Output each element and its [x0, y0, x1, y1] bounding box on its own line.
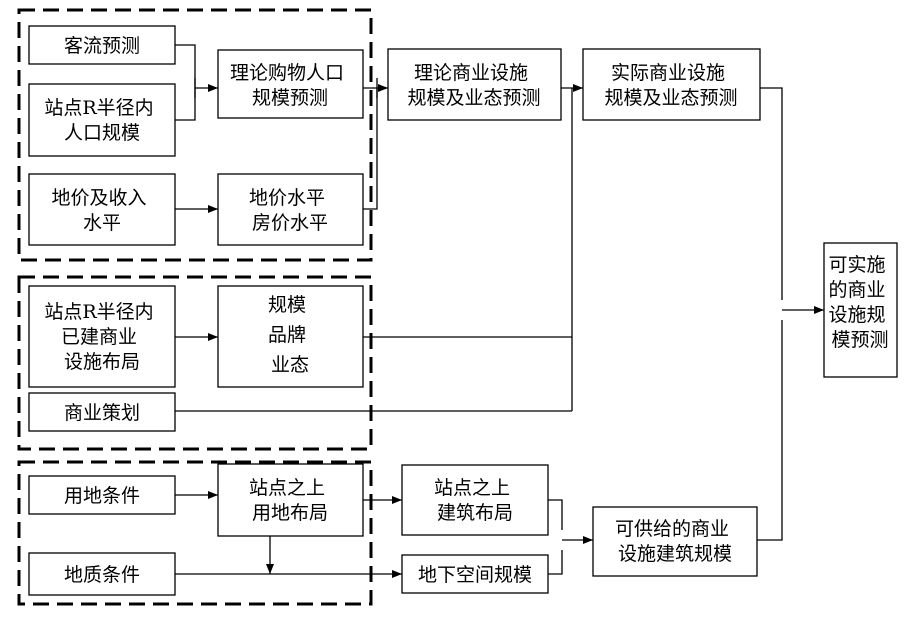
box-existing-commercial-layout: [28, 285, 176, 388]
connector-building-layout-out: [548, 499, 563, 530]
label-line: 理论购物人口: [230, 62, 344, 84]
label-line: 理论商业设施: [414, 62, 528, 84]
label-population-within-r: 站点R半径内 人口规模: [44, 97, 159, 144]
connector-population: [175, 78, 196, 121]
label-line: 规模及业态预测: [407, 87, 540, 109]
label-line: 可实施: [828, 254, 885, 276]
box-passenger-flow: [28, 25, 176, 65]
connector-actual-to-final: [760, 87, 783, 300]
label-line: 设施布局: [64, 351, 140, 373]
group-frame-population: [17, 8, 373, 262]
box-population-within-r: [28, 83, 176, 157]
label-line: 用地条件: [64, 485, 140, 507]
label-final-prediction: 可实施 的商业 设施规 模预测: [828, 254, 891, 351]
box-actual-commercial: [582, 48, 761, 121]
label-line: 已建商业: [61, 326, 137, 348]
label-line: 业态: [271, 354, 309, 376]
label-line: 站点之上: [434, 477, 510, 499]
connectors: [175, 44, 824, 578]
box-theoretical-shopping-population: [217, 49, 364, 119]
label-line: 地下空间规模: [418, 564, 532, 586]
box-land-price-income: [28, 173, 176, 246]
label-line: 规模: [268, 294, 306, 316]
box-underground-space: [401, 554, 549, 594]
box-final-prediction: [823, 242, 898, 378]
box-supply-building-scale: [592, 506, 758, 577]
connector-house-price-out: [363, 78, 378, 210]
label-line: 地价水平: [249, 187, 325, 209]
label-line: 客流预测: [64, 35, 140, 57]
label-line: 房价水平: [252, 212, 328, 234]
label-underground-space: 地下空间规模: [418, 564, 532, 586]
box-land-house-price: [217, 173, 364, 246]
label-line: 设施规: [828, 304, 885, 326]
connector-passenger-flow: [175, 44, 196, 98]
label-line: 站点R半径内: [44, 97, 153, 119]
box-above-station-building-layout: [401, 464, 549, 536]
label-line: 地价及收入: [51, 187, 146, 209]
connector-underground-out: [548, 550, 563, 575]
label-land-price-income: 地价及收入 水平: [51, 187, 152, 234]
label-line: 品牌: [268, 324, 306, 346]
box-geological-conditions: [28, 552, 176, 596]
label-line: 站点R半径内: [44, 301, 153, 323]
label-scale-brand-format: 规模 品牌 业态: [268, 294, 312, 376]
label-theoretical-commercial: 理论商业设施 规模及业态预测: [407, 62, 540, 109]
label-land-conditions: 用地条件: [64, 485, 140, 507]
label-commercial-planning: 商业策划: [64, 402, 140, 424]
label-line: 实际商业设施: [611, 62, 725, 84]
label-supply-building-scale: 可供给的商业 设施建筑规模: [615, 518, 735, 565]
label-geological-conditions: 地质条件: [64, 564, 140, 586]
group-frame-existing-commercial: [17, 275, 373, 451]
label-line: 用地布局: [252, 502, 328, 524]
label-passenger-flow: 客流预测: [64, 35, 140, 57]
group-frame-land: [17, 460, 373, 606]
connector-supply-to-final: [757, 320, 783, 541]
box-land-conditions: [28, 475, 176, 515]
label-line: 规模及业态预测: [604, 87, 737, 109]
label-line: 商业策划: [64, 402, 140, 424]
label-line: 可供给的商业: [615, 518, 729, 540]
node-labels: 客流预测 站点R半径内 人口规模 地价及收入 水平 理论购物人口 规模预测 地价…: [44, 35, 891, 586]
label-theoretical-shopping-population: 理论购物人口 规模预测: [230, 62, 350, 109]
label-line: 规模预测: [252, 87, 328, 109]
label-line: 地质条件: [64, 564, 140, 586]
box-theoretical-commercial: [387, 48, 562, 121]
box-commercial-planning: [28, 392, 176, 432]
label-line: 建筑布局: [437, 502, 513, 524]
label-line: 人口规模: [64, 122, 140, 144]
box-above-station-land-layout: [217, 463, 364, 537]
box-scale-brand-format: [217, 285, 364, 388]
label-line: 的商业: [828, 279, 885, 301]
label-line: 水平: [83, 212, 121, 234]
label-line: 站点之上: [249, 477, 325, 499]
label-actual-commercial: 实际商业设施 规模及业态预测: [604, 62, 737, 109]
label-above-station-land-layout: 站点之上 用地布局: [249, 477, 331, 524]
label-line: 设施建筑规模: [618, 543, 732, 565]
label-existing-commercial-layout: 站点R半径内 已建商业 设施布局: [44, 301, 159, 373]
label-land-house-price: 地价水平 房价水平: [249, 187, 331, 234]
label-above-station-building-layout: 站点之上 建筑布局: [434, 477, 516, 524]
label-line: 模预测: [831, 329, 888, 351]
